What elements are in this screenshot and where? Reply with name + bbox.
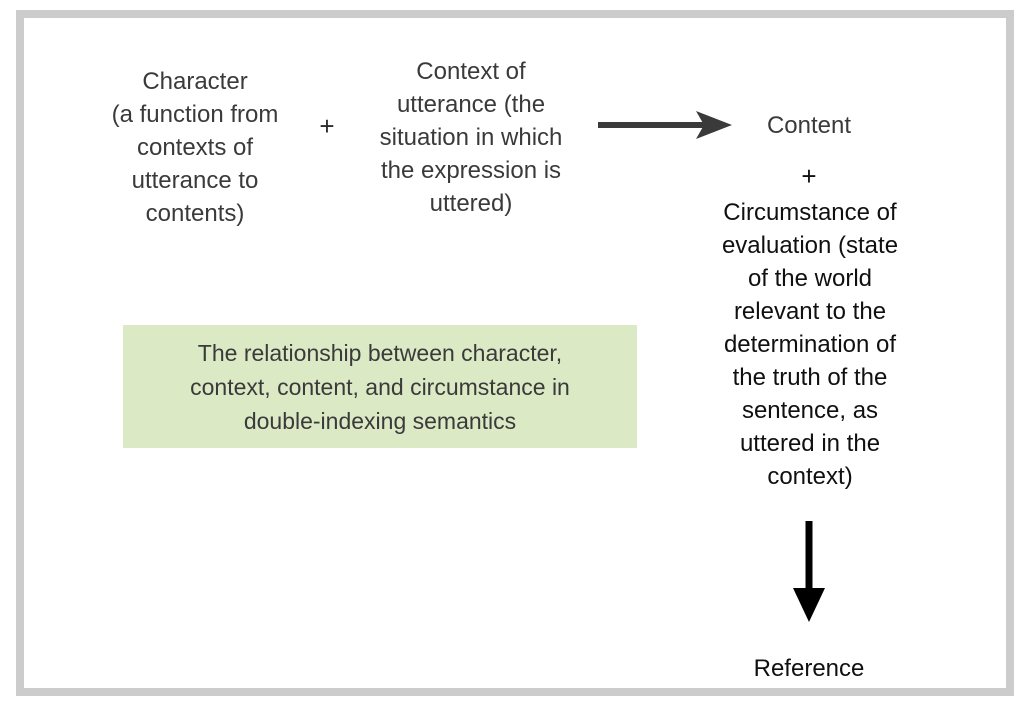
- caption-box: The relationship between character, cont…: [123, 325, 637, 448]
- plus-operator-one: +: [319, 111, 335, 141]
- horizontal-arrow-icon: [596, 108, 736, 142]
- caption-text: The relationship between character, cont…: [190, 339, 570, 434]
- diagram-node-circumstance-of-evaluation: Circumstance of evaluation (state of the…: [721, 199, 899, 490]
- plus-operator-two: +: [801, 161, 817, 191]
- diagram-node-content: Content: [766, 112, 852, 139]
- diagram-node-character: Character (a function from contexts of u…: [111, 68, 279, 227]
- vertical-arrow-icon: [788, 518, 830, 624]
- diagram-node-reference: Reference: [753, 655, 865, 682]
- diagram-node-context-of-utterance: Context of utterance (the situation in w…: [379, 58, 563, 217]
